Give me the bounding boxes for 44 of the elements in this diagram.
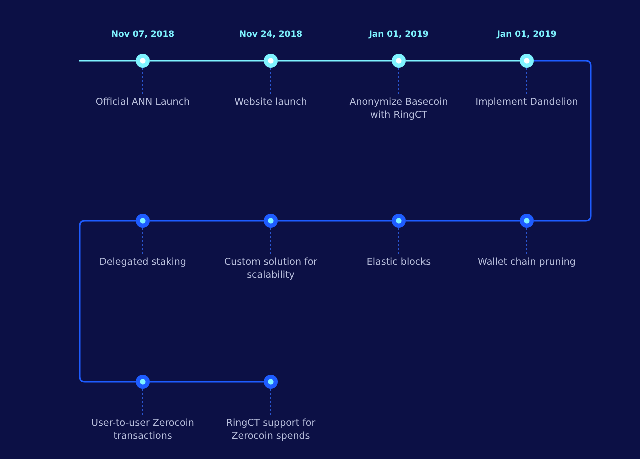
milestone-label: Official ANN Launch [83,96,203,109]
milestone-label: Wallet chain pruning [467,256,587,269]
milestone-label: Elastic blocks [339,256,459,269]
date-label: Jan 01, 2019 [496,30,558,40]
milestone-dot [264,214,278,228]
leader-line [270,68,272,94]
milestone-dot [136,214,150,228]
milestone-dot [136,54,150,68]
milestone-label: Custom solution for scalability [211,256,331,282]
timeline-line [150,381,264,383]
leader-line [142,228,144,254]
timeline-line [534,60,592,222]
leader-line [270,388,272,416]
milestone-dot [264,375,278,389]
leader-line [398,228,400,254]
leader-line [270,228,272,254]
milestone-label: Implement Dandelion [467,96,587,109]
milestone-dot [392,54,406,68]
date-label: Jan 01, 2019 [368,30,430,40]
milestone-dot [264,54,278,68]
timeline-line [406,60,520,62]
milestone-dot [136,375,150,389]
timeline-line [79,220,136,383]
milestone-label: Delegated staking [83,256,203,269]
milestone-dot [392,214,406,228]
date-label: Nov 07, 2018 [110,30,176,40]
timeline-line [79,60,136,62]
timeline-line [150,60,264,62]
leader-line [526,228,528,254]
timeline-line [150,220,264,222]
milestone-dot [520,54,534,68]
leader-line [526,68,528,94]
leader-line [142,68,144,94]
timeline-line [278,220,392,222]
milestone-label: RingCT support for Zerocoin spends [211,417,331,443]
timeline-line [278,60,392,62]
timeline-line [406,220,520,222]
milestone-label: Anonymize Basecoin with RingCT [339,96,459,122]
date-label: Nov 24, 2018 [238,30,304,40]
milestone-label: User-to-user Zerocoin transactions [83,417,203,443]
leader-line [398,68,400,94]
milestone-label: Website launch [211,96,331,109]
milestone-dot [520,214,534,228]
leader-line [142,388,144,416]
